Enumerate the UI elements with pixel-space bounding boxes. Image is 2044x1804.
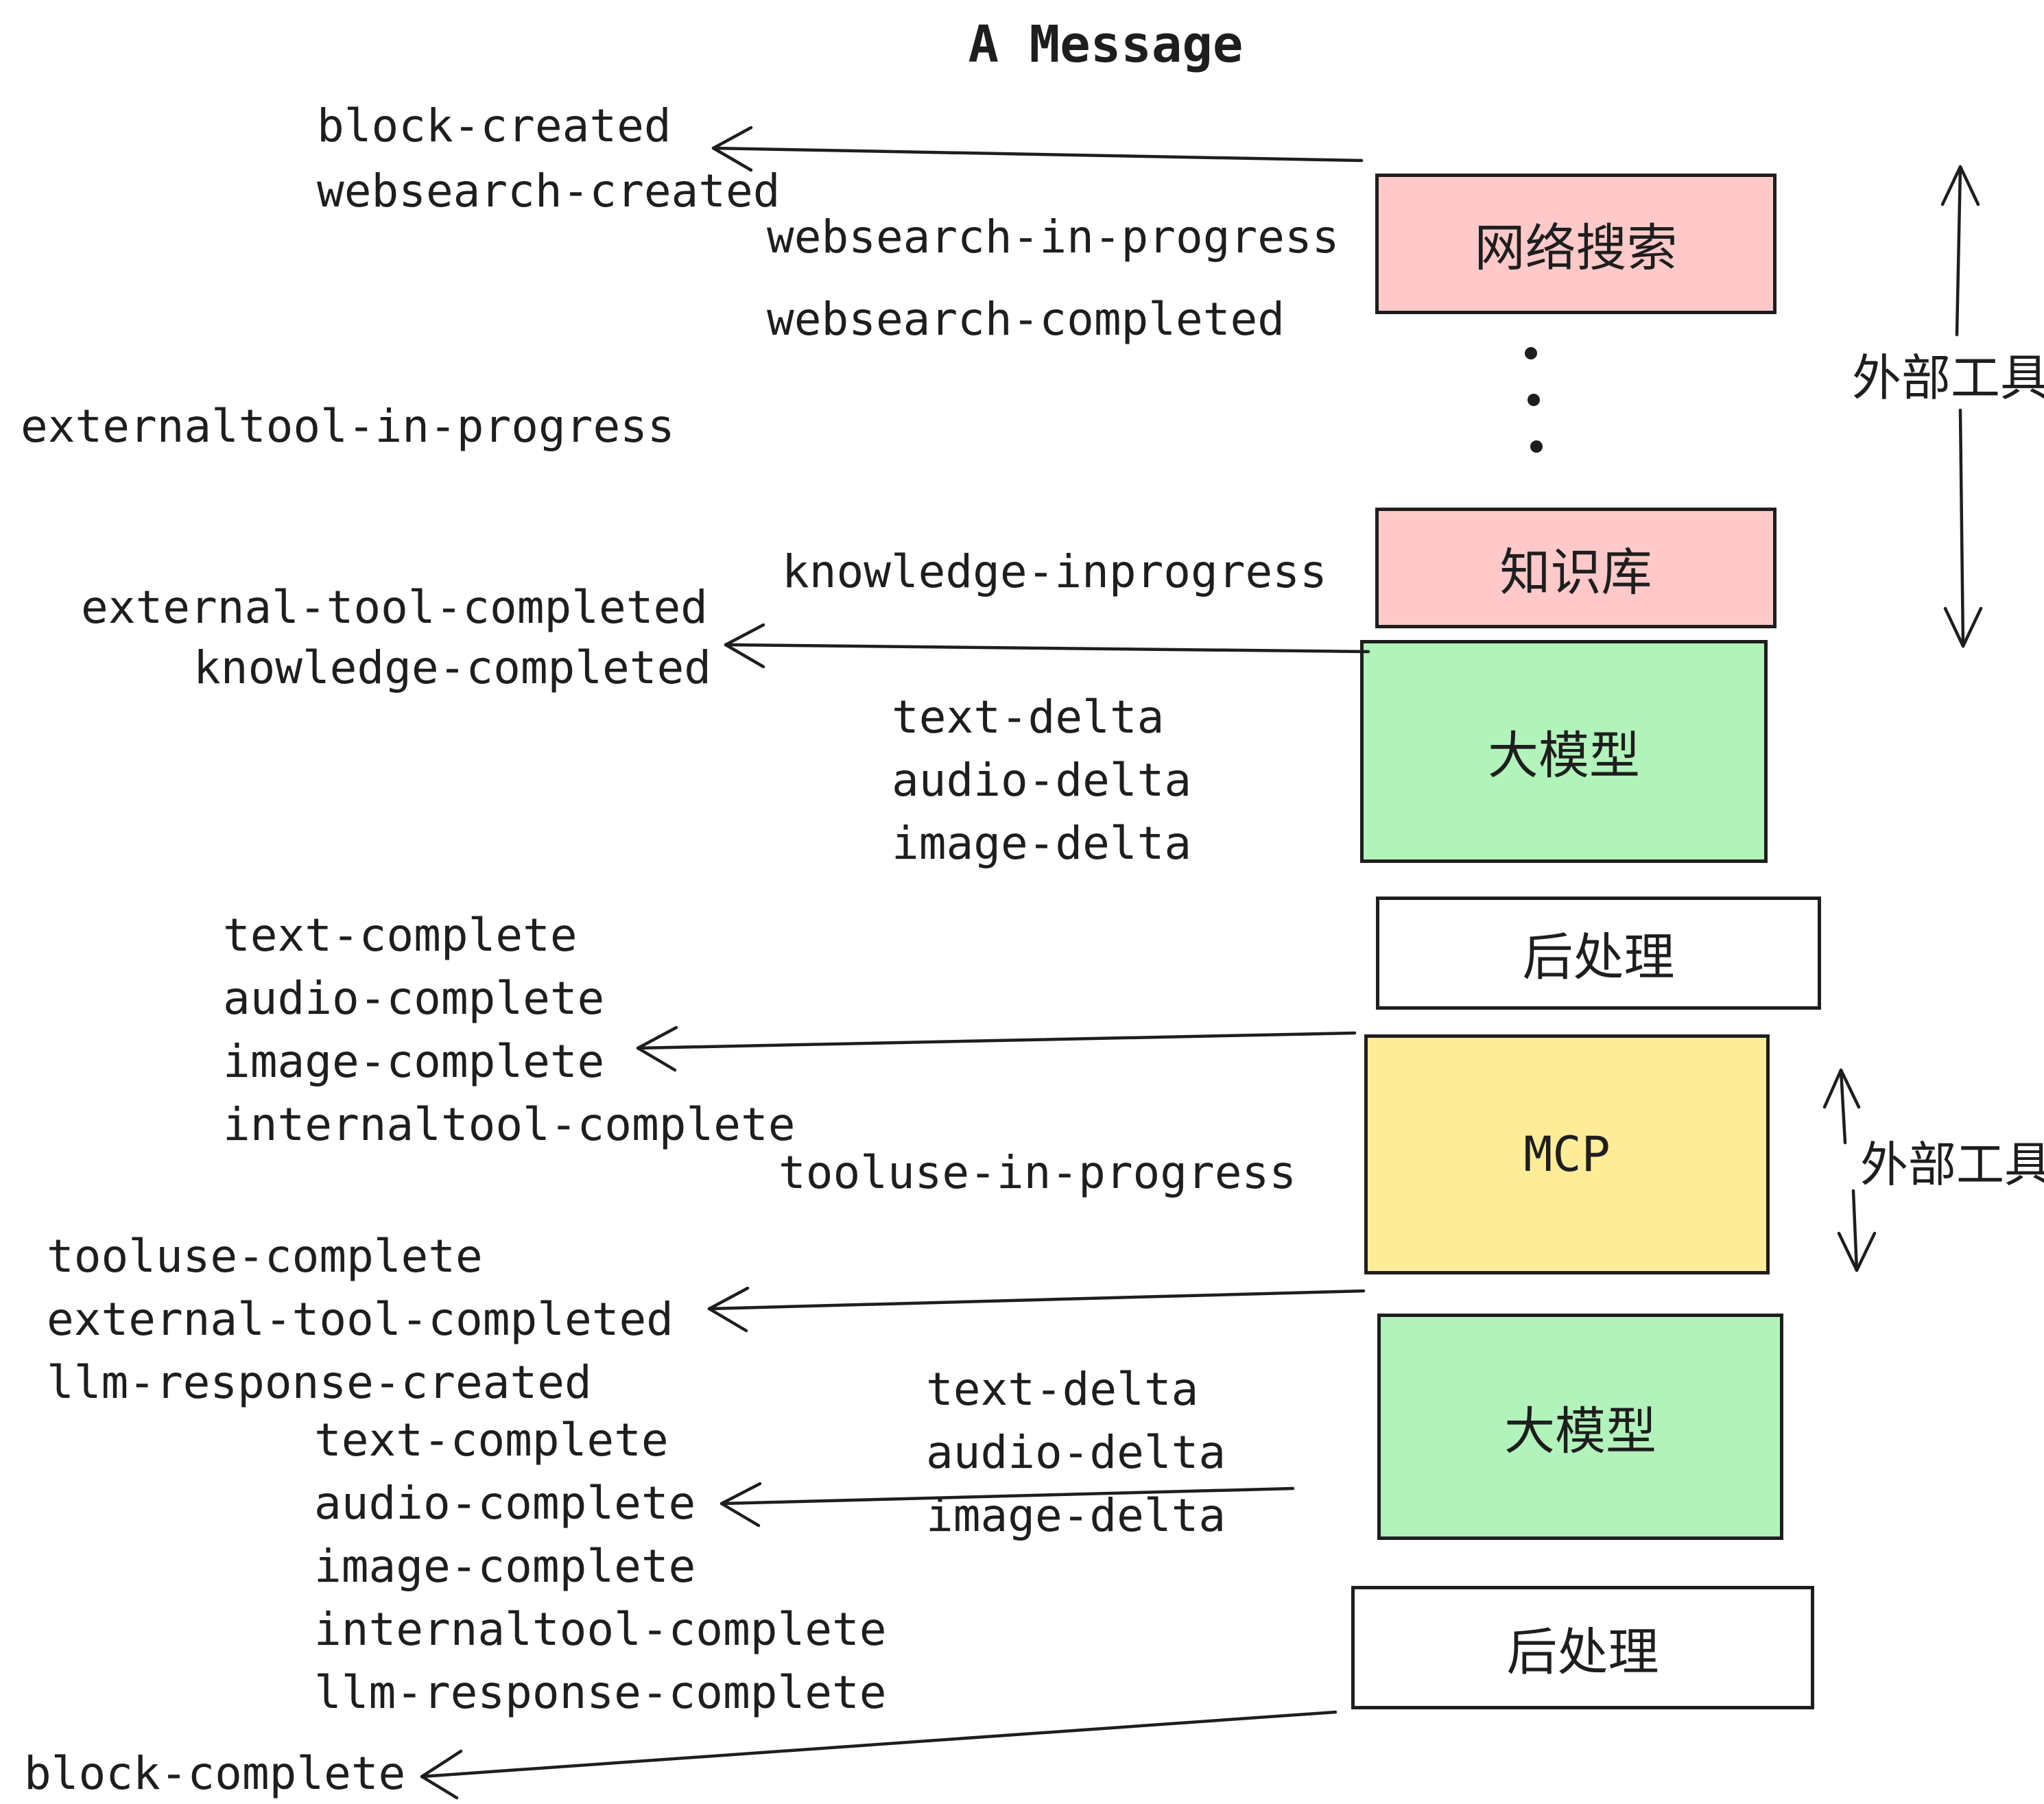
event-label-text-complete-1: text-complete bbox=[223, 909, 578, 962]
event-label-knowledge-completed: knowledge-completed bbox=[193, 641, 711, 694]
event-label-knowledge-inprogress: knowledge-inprogress bbox=[782, 545, 1327, 598]
node-mcp-box: MCP bbox=[1364, 1034, 1770, 1274]
node-postprocess-label-1: 后处理 bbox=[1522, 929, 1675, 986]
diagram-title: A Message bbox=[968, 15, 1244, 74]
external-tools-label-mcp: 外部工具 bbox=[1860, 1138, 2044, 1191]
event-label-websearch-in-progress: websearch-in-progress bbox=[767, 211, 1340, 263]
arrow-left-image-complete-icon bbox=[636, 1025, 1357, 1072]
node-llm-label-1: 大模型 bbox=[1488, 727, 1640, 784]
event-label-external-tool-completed-2: external-tool-completed bbox=[47, 1293, 674, 1346]
external-tools-label-top: 外部工具 bbox=[1852, 351, 2044, 406]
node-llm-box-1: 大模型 bbox=[1360, 640, 1768, 863]
node-mcp-label: MCP bbox=[1523, 1126, 1611, 1183]
event-label-image-complete-2: image-complete bbox=[314, 1540, 696, 1593]
event-label-image-delta-2: image-delta bbox=[926, 1489, 1226, 1542]
node-llm-label-2: 大模型 bbox=[1504, 1402, 1656, 1460]
external-tools-down-arrow-icon bbox=[1943, 408, 1983, 648]
event-label-internaltool-complete-2: internaltool-complete bbox=[314, 1603, 887, 1656]
event-label-llm-response-complete: llm-response-complete bbox=[314, 1666, 887, 1719]
event-label-block-complete: block-complete bbox=[24, 1747, 406, 1800]
ellipsis-dots-icon bbox=[1525, 347, 1543, 453]
event-label-text-complete-2: text-complete bbox=[314, 1414, 669, 1467]
event-label-image-complete-1: image-complete bbox=[223, 1035, 605, 1088]
arrow-left-knowledge-completed-icon bbox=[724, 623, 1370, 669]
event-label-block-created: block-created bbox=[317, 99, 672, 152]
node-llm-box-2: 大模型 bbox=[1377, 1314, 1783, 1540]
mcp-external-tools-down-arrow-icon bbox=[1837, 1189, 1877, 1272]
event-label-websearch-created: websearch-created bbox=[317, 165, 781, 217]
node-websearch-box: 网络搜索 bbox=[1375, 174, 1776, 314]
node-knowledge-box: 知识库 bbox=[1375, 508, 1776, 628]
event-label-audio-complete-1: audio-complete bbox=[223, 972, 605, 1025]
arrow-left-websearch-created-icon bbox=[711, 126, 1364, 172]
node-postprocess-box-2: 后处理 bbox=[1351, 1586, 1814, 1709]
node-knowledge-label: 知识库 bbox=[1499, 543, 1652, 601]
arrow-left-external-tool-completed-icon bbox=[707, 1286, 1366, 1333]
event-label-tooluse-in-progress: tooluse-in-progress bbox=[779, 1146, 1296, 1199]
event-label-llm-response-created: llm-response-created bbox=[47, 1356, 592, 1409]
event-label-audio-delta-2: audio-delta bbox=[926, 1426, 1226, 1479]
event-label-external-tool-completed-1: external-tool-completed bbox=[81, 581, 708, 634]
event-label-text-delta-2: text-delta bbox=[926, 1363, 1199, 1416]
event-label-audio-complete-2: audio-complete bbox=[314, 1477, 696, 1530]
event-label-audio-delta-1: audio-delta bbox=[892, 754, 1192, 807]
event-label-text-delta-1: text-delta bbox=[892, 691, 1165, 744]
node-postprocess-label-2: 后处理 bbox=[1506, 1623, 1659, 1681]
node-postprocess-box-1: 后处理 bbox=[1376, 897, 1821, 1010]
mcp-external-tools-up-arrow-icon bbox=[1822, 1068, 1861, 1145]
event-label-websearch-completed: websearch-completed bbox=[767, 293, 1285, 346]
arrow-left-block-complete-icon bbox=[420, 1710, 1338, 1800]
event-label-externaltool-in-progress: externaltool-in-progress bbox=[21, 400, 675, 453]
node-websearch-label: 网络搜索 bbox=[1474, 219, 1678, 276]
event-label-image-delta-1: image-delta bbox=[892, 817, 1192, 870]
event-label-internaltool-complete-1: internaltool-complete bbox=[223, 1098, 796, 1151]
external-tools-up-arrow-icon bbox=[1940, 165, 1980, 337]
event-label-tooluse-complete: tooluse-complete bbox=[47, 1230, 483, 1283]
